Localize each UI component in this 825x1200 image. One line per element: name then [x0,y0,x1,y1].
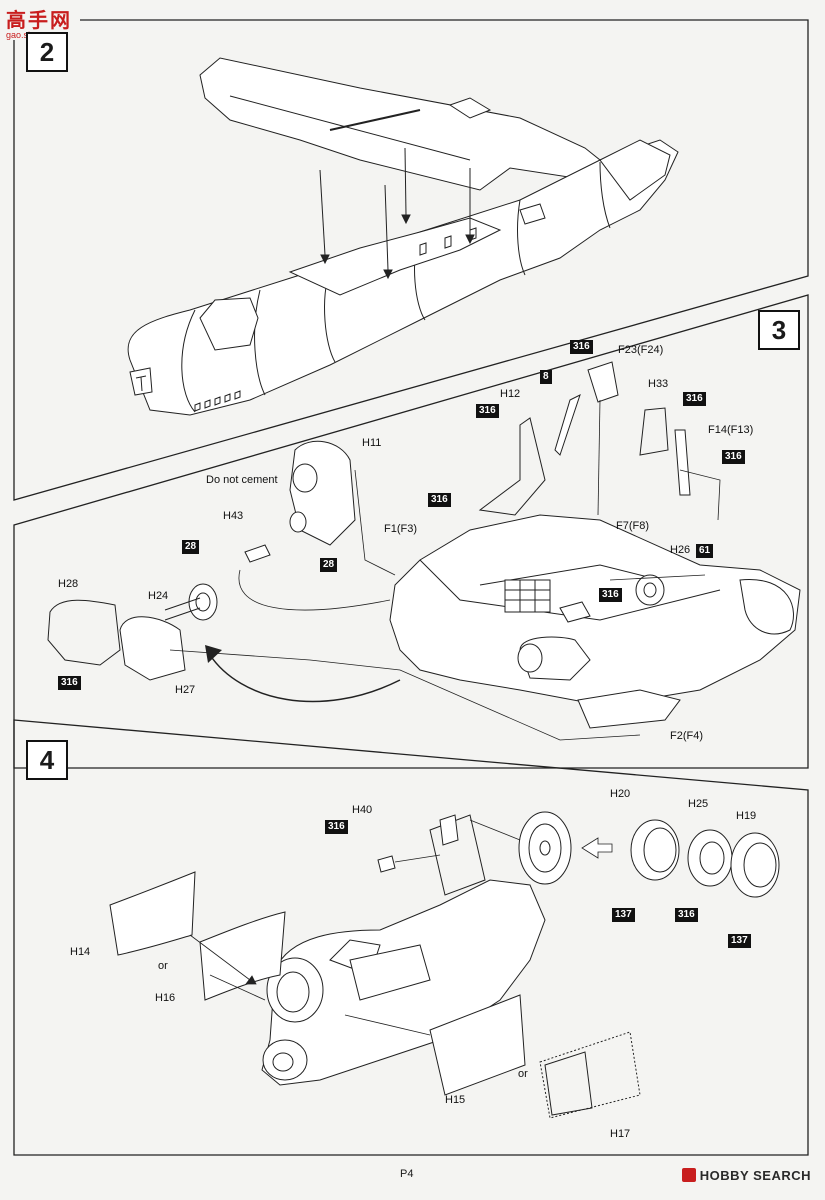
step-4-leaders [189,819,613,1036]
part-label-h14: H14 [70,946,91,958]
part-label-h28: H28 [58,578,79,590]
part-label-h15: H15 [445,1094,466,1106]
part-label-h19: H19 [736,810,757,822]
brand-watermark: HOBBY SEARCH [681,1168,811,1183]
step-number-4: 4 [26,740,68,780]
step-4-assembly [109,811,780,1119]
part-label-h17: H17 [610,1128,631,1140]
brand-logo-icon [681,1168,696,1182]
step-3-assembly [47,361,801,729]
paint-code-316: 316 [570,340,593,354]
part-label-h43: H43 [223,510,244,522]
paint-code-316: 316 [599,588,622,602]
part-label-h20: H20 [610,788,631,800]
paint-code-8: 8 [540,370,552,384]
step-number-2: 2 [26,32,68,72]
paint-code-316: 316 [325,820,348,834]
paint-code-316: 316 [58,676,81,690]
part-label-h40: H40 [352,804,373,816]
part-label-h33: H33 [648,378,669,390]
step-2-assembly [127,57,679,416]
watermark-logo: 高手网 [6,10,72,32]
part-label-f1-f3: F1(F3) [384,523,417,535]
part-label-f14-f13: F14(F13) [708,424,754,436]
step-3-curved-arrow [205,645,401,703]
paint-code-316: 316 [428,493,451,507]
paint-code-137: 137 [612,908,635,922]
part-label-h27: H27 [175,684,196,696]
paint-code-316: 316 [683,392,706,406]
page-number: P4 [400,1168,414,1180]
part-label-h25: H25 [688,798,709,810]
paint-code-137: 137 [728,934,751,948]
paint-code-61: 61 [696,544,714,558]
step-2-arrows [319,147,475,280]
step-4-frame [13,719,809,1156]
brand-name: HOBBY SEARCH [699,1168,811,1183]
step-2-frame [13,19,809,501]
paint-code-316: 316 [722,450,745,464]
paint-code-28: 28 [182,540,200,554]
part-label-h11: H11 [362,437,382,449]
part-label-f2-f4: F2(F4) [670,730,703,742]
note-do-not-cement: Do not cement [206,474,278,486]
step-3-leaders [169,399,721,741]
part-label-h26: H26 [670,544,691,556]
part-label-h12: H12 [500,388,521,400]
step-number-3: 3 [758,310,800,350]
paint-code-316: 316 [476,404,499,418]
part-label-f7-f8: F7(F8) [616,520,649,532]
label-or: or [518,1068,528,1080]
paint-code-28: 28 [320,558,338,572]
label-or: or [158,960,168,972]
part-label-h24: H24 [148,590,169,602]
paint-code-316: 316 [675,908,698,922]
part-label-h16: H16 [155,992,176,1004]
part-label-f23-f24: F23(F24) [618,344,664,356]
